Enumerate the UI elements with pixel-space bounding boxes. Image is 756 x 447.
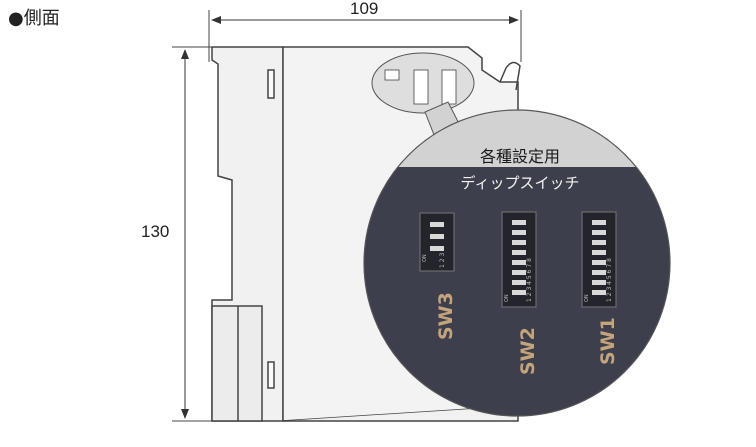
sw2-on-label: ON xyxy=(504,294,510,302)
width-dimension-line xyxy=(208,10,522,62)
dip-switch-sw2[interactable]: 1 2 3 4 5 6 7 8 ON xyxy=(501,211,537,308)
sw1-numbers: 1 2 3 4 5 6 7 8 xyxy=(606,258,613,302)
callout-title-line1: 各種設定用 xyxy=(480,147,560,166)
width-dimension-label: 109 xyxy=(350,0,379,18)
height-dimension-line xyxy=(172,46,212,422)
dip-switch-sw3[interactable]: 1 2 3 ON xyxy=(419,212,455,272)
sw2-label: SW2 xyxy=(517,327,539,375)
sw2-numbers: 1 2 3 4 5 6 7 8 xyxy=(526,258,533,302)
sw3-on-label: ON xyxy=(422,254,428,262)
section-heading: ●側面 xyxy=(8,8,60,29)
callout-title-line2: ディップスイッチ xyxy=(461,174,580,192)
height-dimension-label: 130 xyxy=(141,222,170,241)
sw3-label: SW3 xyxy=(435,292,457,340)
sw3-numbers: 1 2 3 xyxy=(439,253,446,268)
sw1-label: SW1 xyxy=(597,317,619,365)
sw1-on-label: ON xyxy=(584,294,590,302)
dip-switch-sw1[interactable]: 1 2 3 4 5 6 7 8 ON xyxy=(581,211,617,308)
dip-switch-area-outline xyxy=(371,52,475,114)
